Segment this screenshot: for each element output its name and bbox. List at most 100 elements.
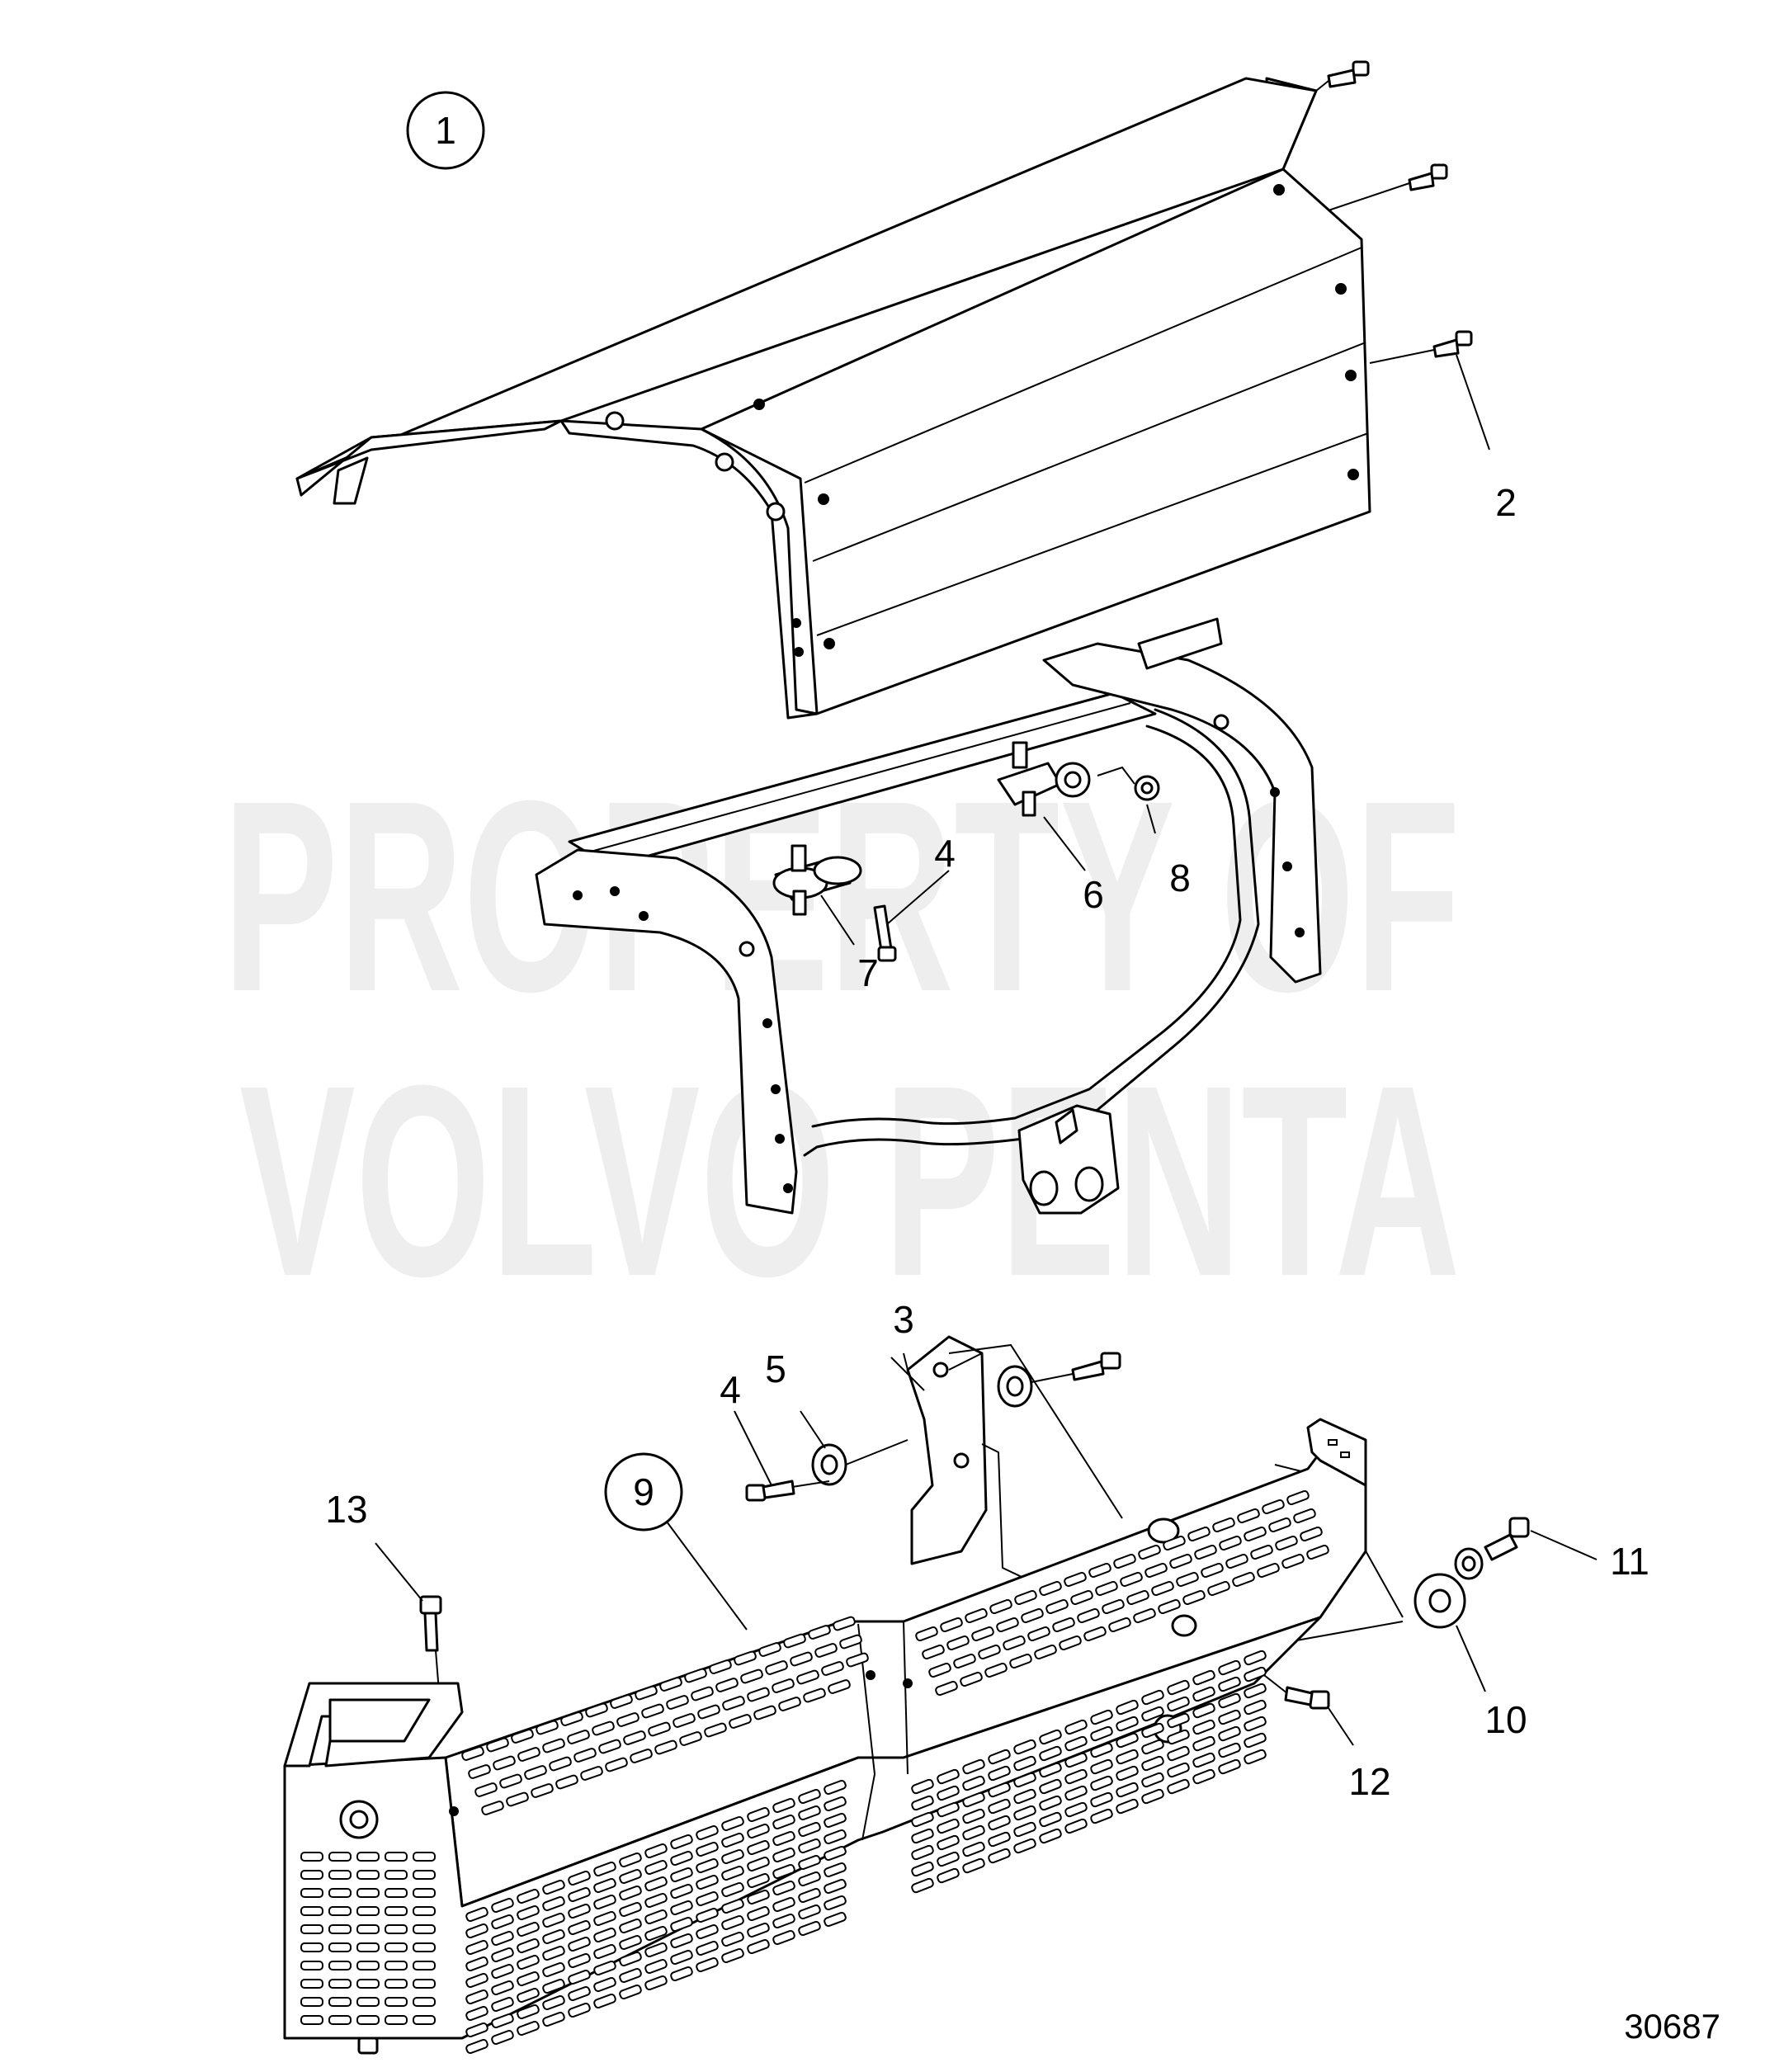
- guard-slot: [506, 1791, 529, 1807]
- guard-slot: [1207, 1580, 1230, 1597]
- guard-slot: [619, 1984, 642, 2000]
- guard-slot: [328, 1888, 352, 1898]
- guard-slot: [593, 1894, 616, 1910]
- guard-slot: [670, 1850, 693, 1867]
- guard-slot: [1167, 1778, 1190, 1795]
- callout-8-label: 8: [1169, 857, 1191, 899]
- bolt-bracket-upper: [1071, 1352, 1121, 1381]
- guard-slot: [1194, 1544, 1217, 1560]
- guard-slot: [846, 1652, 869, 1668]
- guard-slot: [670, 1883, 693, 1900]
- guard-slot: [1212, 1517, 1235, 1533]
- guard-slot: [499, 1773, 522, 1789]
- guard-slot: [1262, 1499, 1285, 1515]
- guard-slot: [593, 1877, 616, 1894]
- guard-slot: [696, 1956, 719, 1973]
- callout-12-label: 12: [1348, 1760, 1390, 1803]
- guard-slot: [988, 1815, 1011, 1831]
- guard-slot: [1244, 1732, 1267, 1749]
- guard-slot: [1293, 1508, 1316, 1524]
- guard-slot: [580, 1766, 603, 1781]
- guard-slot: [465, 2038, 488, 2055]
- guard-slot: [1167, 1696, 1190, 1712]
- guard-slot: [619, 1868, 642, 1885]
- guard-slot: [1300, 1526, 1323, 1542]
- guard-slot: [1003, 1635, 1026, 1651]
- guard-slot: [461, 1746, 484, 1761]
- guard-slot: [648, 1721, 671, 1737]
- guard-slot: [385, 1870, 408, 1880]
- guard-slot: [988, 1831, 1011, 1848]
- callout-5: 5: [765, 1348, 786, 1390]
- guard-slot: [585, 1702, 608, 1718]
- upper-cover: [295, 60, 1473, 720]
- guard-slot: [1192, 1702, 1215, 1719]
- guard-slot: [491, 1947, 514, 1963]
- guard-slot: [568, 1886, 591, 1903]
- guard-slot: [549, 1756, 572, 1772]
- callout-13: 13: [325, 1488, 367, 1531]
- guard-slot: [465, 1972, 488, 1989]
- guard-slot: [940, 1617, 963, 1633]
- guard-slot: [568, 1919, 591, 1936]
- guard-slot: [824, 1911, 847, 1928]
- guard-slot: [772, 1913, 795, 1929]
- guard-slot: [1009, 1653, 1032, 1669]
- guard-slot: [1108, 1617, 1131, 1633]
- guard-slot: [385, 1888, 408, 1898]
- guard-slot: [491, 1996, 514, 2013]
- guard-slot: [1113, 1553, 1136, 1569]
- guard-slot: [747, 1905, 770, 1922]
- callout-7: 7: [857, 951, 879, 994]
- guard-slot: [1064, 1818, 1088, 1834]
- guard-slot: [988, 1749, 1011, 1765]
- guard-slot: [721, 1947, 744, 1964]
- guard-slot: [1218, 1709, 1241, 1725]
- mount-6: [997, 741, 1091, 817]
- guard-slot: [413, 1979, 436, 1989]
- guard-slot: [1244, 1683, 1267, 1699]
- guard-slot: [1218, 1692, 1241, 1709]
- guard-slot: [1064, 1801, 1088, 1818]
- callout-1-label: 1: [435, 109, 456, 152]
- guard-slot: [1090, 1808, 1113, 1824]
- guard-slot: [670, 1949, 693, 1966]
- guard-slot: [659, 1677, 682, 1692]
- guard-slot: [821, 1661, 844, 1676]
- guard-slot: [1275, 1535, 1298, 1551]
- guard-slot: [747, 1889, 770, 1905]
- guard-slot: [824, 1895, 847, 1911]
- guard-slot: [593, 1960, 616, 1976]
- guard-slot: [1013, 1788, 1036, 1805]
- guard-slot: [673, 1713, 696, 1728]
- guard-slot: [1141, 1772, 1164, 1788]
- nut-10: [1454, 1547, 1484, 1580]
- guard-slot: [385, 1942, 408, 1952]
- guard-slot: [704, 1722, 727, 1738]
- guard-slot: [798, 1788, 821, 1805]
- guard-slot: [798, 1805, 821, 1821]
- guard-slot: [962, 1775, 985, 1791]
- guard-slot: [1192, 1669, 1215, 1686]
- guard-slot: [1244, 1650, 1267, 1666]
- guard-slot: [740, 1668, 763, 1684]
- guard-slot: [413, 2015, 436, 2025]
- guard-slot: [988, 1782, 1011, 1798]
- guard-slot: [962, 1824, 985, 1841]
- guard-slot: [798, 1821, 821, 1838]
- callout-2-label: 2: [1495, 481, 1517, 524]
- guard-slot: [328, 1906, 352, 1916]
- guard-slot: [1090, 1709, 1113, 1725]
- watermark-line2: VOLVO PENTA: [239, 1028, 1461, 1333]
- callout-6-label: 6: [1083, 873, 1104, 916]
- guard-slot: [385, 1997, 408, 2007]
- guard-slot: [772, 1896, 795, 1913]
- guard-slot: [911, 1861, 934, 1877]
- guard-slot: [696, 1923, 719, 1940]
- guard-slot: [1167, 1745, 1190, 1762]
- guard-slot: [328, 1961, 352, 1971]
- guard-slot: [1039, 1580, 1062, 1597]
- guard-slot: [953, 1653, 976, 1669]
- guard-slot: [328, 1997, 352, 2007]
- guard-slot: [465, 1923, 488, 1939]
